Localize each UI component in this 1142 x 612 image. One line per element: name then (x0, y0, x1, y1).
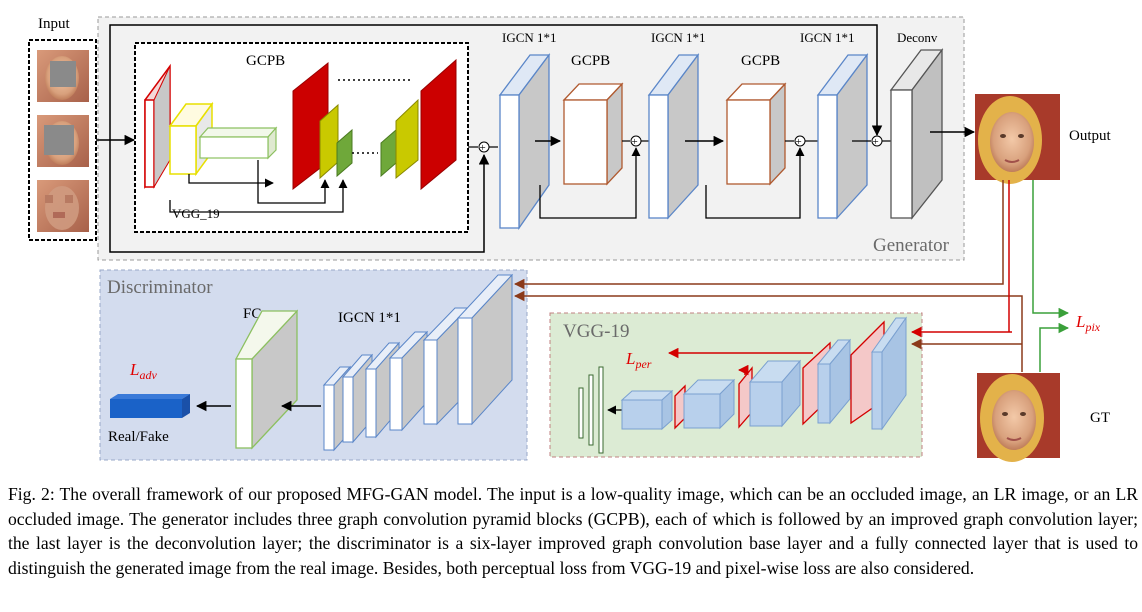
gcpb-3-block (725, 82, 787, 186)
vgg-thin-layer-1 (578, 387, 584, 439)
loss-pix: Lpix (1075, 312, 1101, 334)
igcn-3-slab (816, 53, 869, 220)
gcpb-2-label: GCPB (571, 53, 610, 69)
framework-diagram: Generator Input GCPB VGG_19 (28, 16, 1112, 462)
input-face-lr (37, 180, 89, 232)
igcn-2-label: IGCN 1*1 (651, 30, 706, 45)
loss-adv: Ladv (129, 360, 157, 382)
pix-line-output (1032, 180, 1070, 319)
fc-label: FC (243, 306, 261, 322)
gcpb-yellow-block (168, 101, 214, 177)
plus-node-3-glyph: + (796, 136, 802, 148)
vgg-block-4 (816, 338, 852, 425)
gcpb-skip-arrow-3 (169, 179, 348, 213)
input-face-occluded-2 (37, 115, 89, 167)
disc-igcn-layer-4 (388, 330, 429, 432)
pyramid-red-slab-2 (420, 58, 457, 191)
vgg-label: VGG_19 (172, 206, 220, 221)
output-face (975, 94, 1060, 184)
gcpb-skip-arrow-2 (257, 160, 330, 204)
vgg-block-3 (748, 359, 802, 428)
plus-node-2-glyph: + (632, 136, 638, 148)
vgg-thin-layer-2 (588, 374, 594, 446)
real-fake-label: Real/Fake (108, 429, 169, 445)
pix-line-gt (1039, 322, 1070, 372)
per-arrow-2 (737, 364, 749, 376)
igcn-1-slab (498, 53, 551, 231)
generator-long-skip (109, 140, 490, 253)
loss-per: Lper (625, 349, 652, 371)
deconv-label: Deconv (897, 30, 938, 45)
deconv-slab (889, 48, 944, 220)
gcpb-red-slab (144, 63, 171, 189)
vgg-thin-layer-3 (598, 366, 604, 454)
gt-label: GT (1090, 410, 1110, 426)
gt-to-disc-line (513, 290, 1023, 372)
plus-node-4-glyph: + (873, 136, 879, 148)
discriminator-label: Discriminator (107, 277, 213, 298)
gcpb-2-skip (539, 147, 641, 219)
igcn-1-label: IGCN 1*1 (502, 30, 557, 45)
figure-caption: Fig. 2: The overall framework of our pro… (8, 484, 1138, 578)
gcpb-3-label: GCPB (741, 53, 780, 69)
input-face-occluded-1 (37, 50, 89, 102)
output-to-disc-line (513, 180, 1004, 290)
gcpb-skip-arrow-1 (188, 174, 274, 188)
igcn-3-label: IGCN 1*1 (800, 30, 855, 45)
gt-face (977, 373, 1060, 462)
igcn-disc-label: IGCN 1*1 (338, 310, 401, 326)
input-label: Input (38, 16, 70, 32)
gcpb-main-label: GCPB (246, 53, 285, 69)
gcpb-green-block (198, 126, 278, 160)
vgg-block-1 (620, 389, 674, 431)
pyramid-olive-slab-2 (395, 98, 419, 180)
gcpb-2-block (562, 82, 624, 186)
vgg-block-2 (682, 378, 736, 430)
igcn-2-slab (647, 53, 700, 220)
generator-top-skip (109, 24, 883, 140)
pyramid-green-slab-1 (336, 128, 353, 178)
plus-node-1-glyph: + (480, 142, 486, 154)
disc-igcn-layer-6 (456, 273, 514, 426)
generator-label: Generator (873, 235, 950, 256)
fc-slab (234, 309, 299, 450)
vgg-block-5 (871, 316, 907, 431)
output-label: Output (1069, 128, 1112, 144)
vgg19-label: VGG-19 (563, 321, 630, 342)
gcpb-3-skip (705, 147, 805, 219)
real-fake-bar (110, 394, 190, 418)
